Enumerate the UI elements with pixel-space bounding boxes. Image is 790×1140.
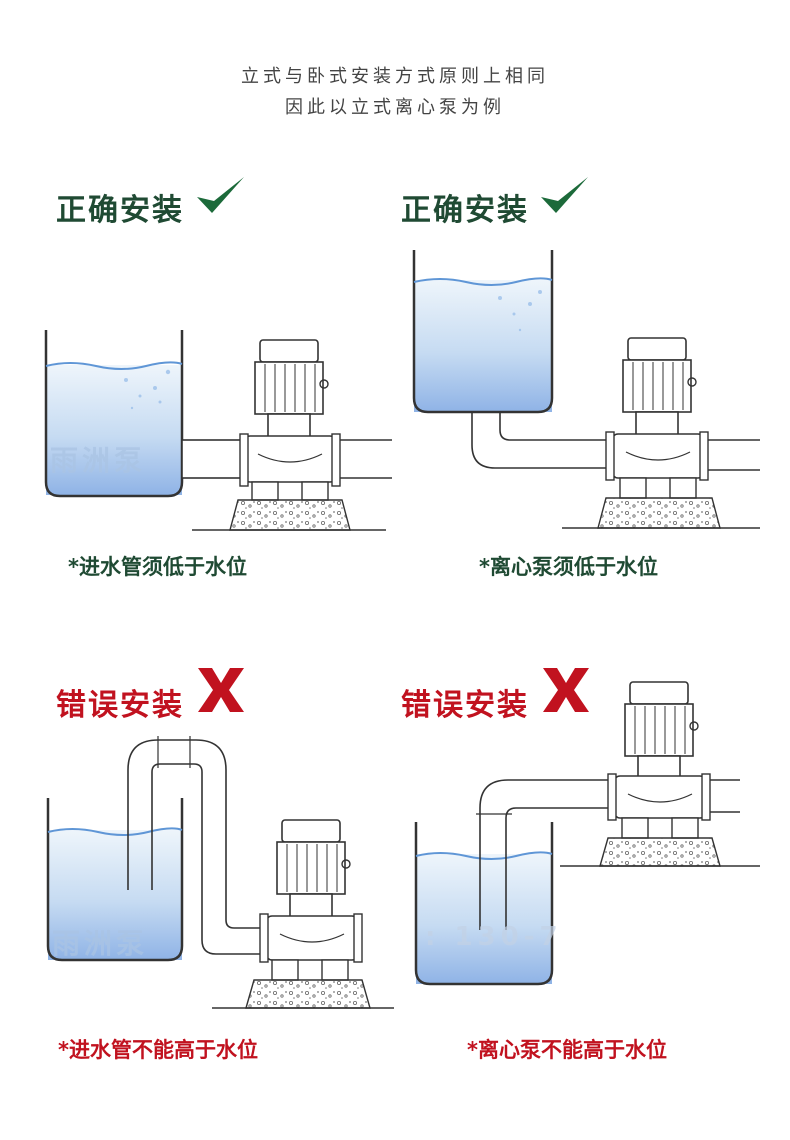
check-icon: [541, 177, 588, 213]
panel-caption: *进水管不能高于水位: [58, 1038, 258, 1062]
pump-diagram: [412, 250, 760, 529]
panel-wrong-inlet: 错误安装 雨洲泵 *进水管不能: [0, 668, 395, 1140]
check-icon: [197, 177, 244, 213]
pump-diagram: [46, 736, 394, 1009]
intro-line-2: 因此以立式离心泵为例: [285, 97, 505, 118]
panel-heading: 正确安装: [56, 193, 184, 228]
watermark-phone: : 130-7: [425, 922, 563, 952]
watermark-text: 雨洲泵: [50, 444, 147, 477]
panel-caption: *离心泵不能高于水位: [467, 1038, 667, 1062]
x-icon: [198, 668, 244, 712]
panel-heading: 错误安装: [401, 688, 529, 723]
panel-caption: *离心泵须低于水位: [479, 555, 658, 579]
pump-diagram: [44, 330, 392, 531]
panel-correct-inlet: 正确安装: [0, 177, 395, 645]
x-icon: [543, 668, 589, 712]
pump-diagram: [414, 681, 760, 986]
panel-wrong-pump: 错误安装 : 130: [395, 668, 790, 1140]
intro-line-1: 立式与卧式安装方式原则上相同: [241, 66, 549, 87]
panel-heading: 错误安装: [56, 688, 184, 723]
panel-caption: *进水管须低于水位: [68, 555, 247, 579]
panel-heading: 正确安装: [401, 193, 529, 228]
panel-correct-pump: 正确安装: [395, 177, 790, 645]
watermark-text: 雨洲泵: [52, 927, 149, 960]
